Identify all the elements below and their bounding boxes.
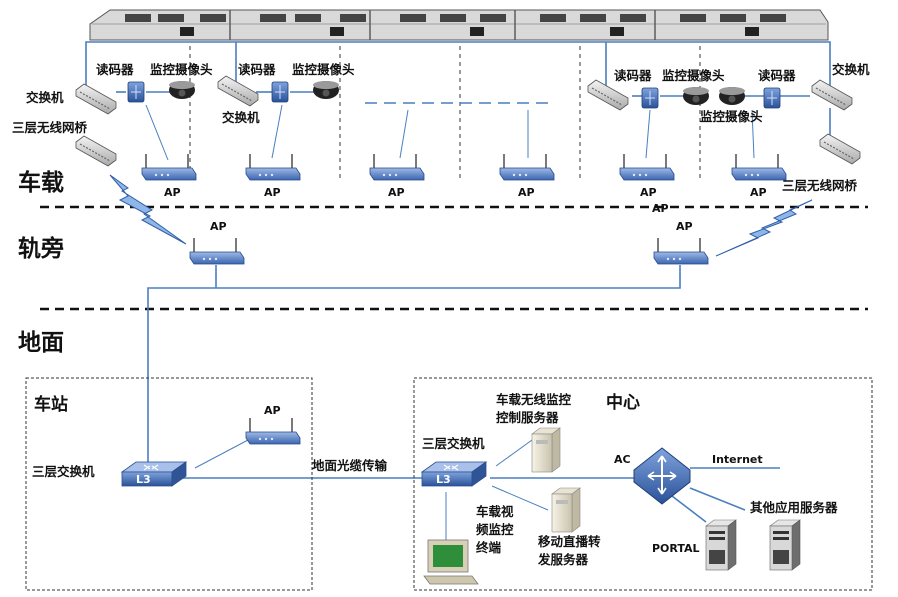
- station-label: 车站: [34, 394, 68, 415]
- reader-label: 读码器: [96, 62, 134, 77]
- center-label: 中心: [606, 392, 640, 413]
- switch-label: 交换机: [26, 90, 64, 105]
- internet-label: Internet: [712, 453, 763, 466]
- ap-label: AP: [210, 220, 227, 233]
- thin-ties: [145, 104, 755, 540]
- ap-icon: [499, 153, 555, 181]
- camera-label: 监控摄像头: [150, 62, 213, 77]
- ap-label: AP: [264, 404, 281, 417]
- l3-switch-label: 三层交换机: [422, 436, 485, 451]
- reader-label: 读码器: [614, 68, 652, 83]
- switch-label: 交换机: [222, 110, 260, 125]
- bridge-label: 三层无线网桥: [12, 120, 88, 135]
- app-server-icon: [769, 519, 801, 571]
- zone-trackside-label: 轨旁: [18, 235, 64, 262]
- ac-label: AC: [614, 453, 631, 466]
- switch-icon: [217, 75, 259, 107]
- camera-label: 监控摄像头: [292, 62, 355, 77]
- ap-icon: [619, 153, 675, 181]
- fiber-label: 地面光缆传输: [312, 458, 388, 473]
- reader-label: 读码器: [238, 62, 276, 77]
- ap-icon: [245, 417, 301, 445]
- l3-switch-icon: L3: [121, 461, 187, 487]
- terminal-label: 终端: [476, 540, 502, 555]
- portal-server-icon: [705, 519, 737, 571]
- terminal-label: 频监控: [476, 522, 514, 537]
- ap-label: AP: [676, 220, 693, 233]
- ap-icon: [245, 153, 301, 181]
- ap-icon: [369, 153, 425, 181]
- wireless-server-label: 车载无线监控: [496, 392, 572, 407]
- barcode-reader-icon: [127, 81, 145, 103]
- carriage-separators: [189, 46, 701, 180]
- wireless-bridge-icon: [819, 133, 861, 165]
- ap-label: AP: [518, 186, 535, 199]
- station-box: [25, 377, 313, 591]
- pc-terminal-icon: [423, 539, 479, 585]
- ap-icon: [731, 153, 787, 181]
- camera-icon: [313, 81, 339, 99]
- switch-icon: [75, 83, 117, 115]
- ap-label: AP: [750, 186, 767, 199]
- switch-label: 交换机: [832, 62, 870, 77]
- l3-switch-label: 三层交换机: [32, 464, 95, 479]
- wireless-bridge-icon: [75, 135, 117, 167]
- links: [85, 41, 831, 523]
- l3-chip-label: L3: [436, 473, 451, 486]
- zone-dividers: [40, 205, 868, 311]
- l3-chip-label: L3: [136, 473, 151, 486]
- live-server-label: 发服务器: [537, 552, 589, 567]
- ap-icon: [189, 237, 245, 265]
- bridge-label: 三层无线网桥: [782, 178, 858, 193]
- camera-label: 监控摄像头: [700, 109, 763, 124]
- switch-icon: [811, 79, 853, 111]
- camera-label: 监控摄像头: [662, 68, 725, 83]
- train-graphic: [89, 9, 829, 41]
- zone-ground-label: 地面: [18, 330, 64, 356]
- ac-controller-icon: [633, 447, 691, 505]
- switch-icon: [587, 79, 629, 111]
- ap-label: AP: [264, 186, 281, 199]
- ap-label: AP: [640, 186, 657, 199]
- barcode-reader-icon: [641, 87, 659, 109]
- server-icon: [531, 427, 561, 473]
- ap-label: AP: [164, 186, 181, 199]
- terminal-label: 车载视: [476, 504, 514, 519]
- wireless-link-right: [715, 199, 813, 257]
- ap-label: AP: [652, 202, 669, 215]
- camera-icon: [719, 87, 745, 105]
- portal-label: PORTAL: [652, 542, 700, 555]
- zone-vehicle-label: 车载: [18, 169, 64, 196]
- camera-icon: [169, 81, 195, 99]
- ap-icon: [141, 153, 197, 181]
- server-icon: [551, 487, 581, 533]
- reader-label: 读码器: [758, 68, 796, 83]
- ap-label: AP: [388, 186, 405, 199]
- other-servers-label: 其他应用服务器: [750, 500, 838, 515]
- barcode-reader-icon: [271, 81, 289, 103]
- l3-switch-icon: L3: [421, 461, 487, 487]
- ap-icon: [653, 237, 709, 265]
- wireless-link-left: [109, 174, 187, 245]
- wireless-server-label: 控制服务器: [496, 410, 559, 425]
- barcode-reader-icon: [763, 87, 781, 109]
- live-server-label: 移动直播转: [538, 534, 601, 549]
- camera-icon: [683, 87, 709, 105]
